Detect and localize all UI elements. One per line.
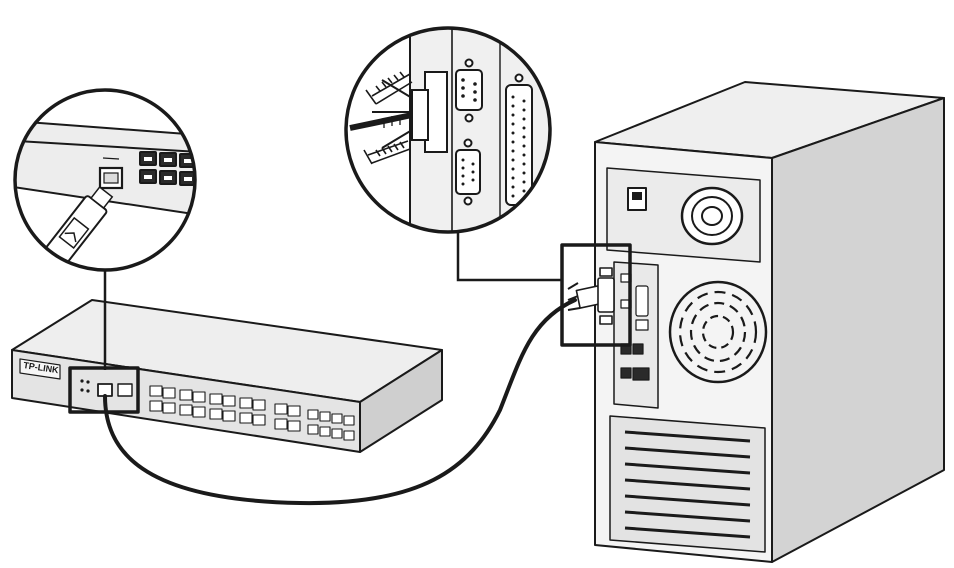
tower-side — [771, 97, 945, 563]
serial-port-highlight — [560, 243, 632, 347]
switch-side — [359, 349, 443, 453]
zoomed-vga-port — [455, 138, 481, 206]
zoom-circle-left — [13, 88, 197, 272]
serial-port-zoom-callout — [344, 26, 562, 282]
db9-connector-icon — [567, 267, 615, 325]
network-switch: TP-LINK — [11, 299, 443, 453]
switch-ethernet-ports — [149, 385, 355, 441]
switch-brand-plate — [19, 358, 61, 380]
psu-fan-icon — [680, 186, 744, 246]
db9-plug-icon — [349, 71, 448, 165]
switch-leds — [80, 379, 90, 393]
io-ports — [620, 273, 650, 381]
io-panel — [613, 261, 659, 409]
rj45-connector-icon — [27, 186, 114, 270]
expansion-slot-covers — [624, 430, 751, 539]
switch-port-zoom-callout — [13, 88, 197, 370]
callout-leader-right — [456, 230, 562, 282]
zoomed-serial-port — [455, 58, 483, 123]
zoom-circle-right — [344, 26, 552, 234]
console-cable — [103, 298, 577, 506]
case-fan-icon — [668, 280, 768, 384]
computer-tower — [560, 81, 945, 563]
